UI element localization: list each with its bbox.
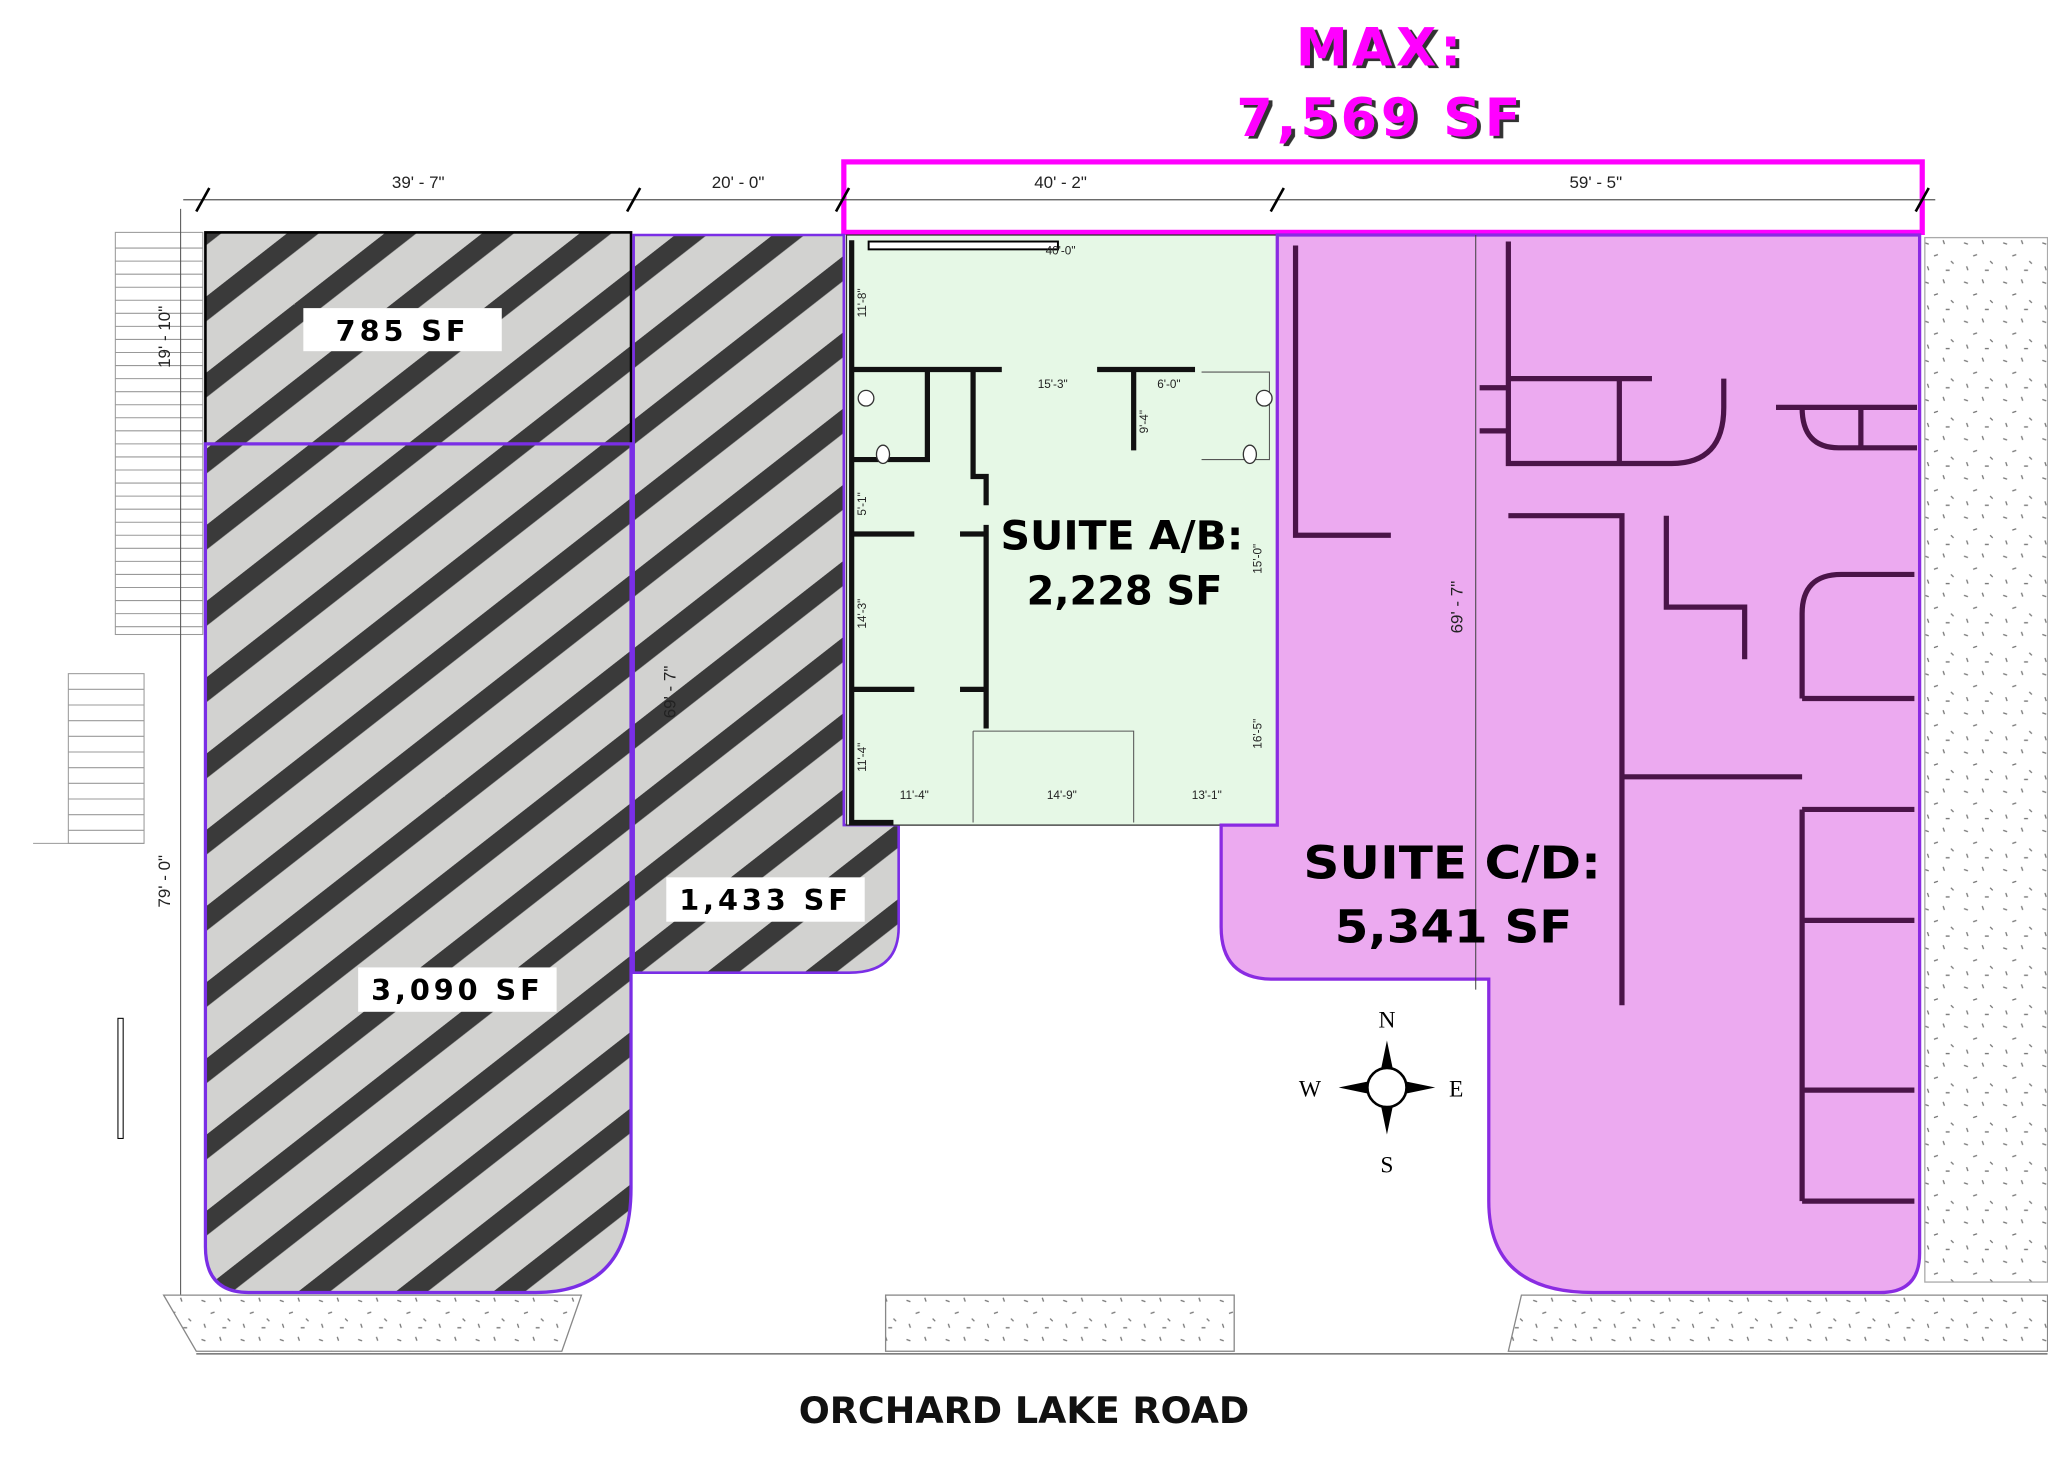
road-label: ORCHARD LAKE ROAD <box>799 1389 1250 1432</box>
dimension-label: 19' - 10" <box>155 306 174 368</box>
area-label-1433: 1,433 SF <box>666 877 865 922</box>
svg-text:16'-5": 16'-5" <box>1252 719 1265 749</box>
svg-text:1,433 SF: 1,433 SF <box>679 883 851 917</box>
svg-text:15'-3": 15'-3" <box>1038 378 1068 391</box>
suite-ab-dimensions: 40'-0" 11'-8" 15'-3" 6'-0" 9'-4" 5'-1" 1… <box>856 245 1265 802</box>
svg-text:6'-0": 6'-0" <box>1157 378 1180 391</box>
dimension-label: 59' - 5" <box>1570 173 1623 192</box>
svg-text:11'-4": 11'-4" <box>856 743 869 772</box>
compass-rose-icon: N S W E <box>1299 1007 1463 1178</box>
dimension-label: 79' - 0" <box>155 855 174 908</box>
dimension-label: 69' - 7" <box>1448 581 1467 634</box>
dimension-label: 20' - 0" <box>712 173 765 192</box>
sidewalk-east <box>1924 236 2048 1283</box>
svg-text:15'-0": 15'-0" <box>1252 544 1265 574</box>
area-785-sf <box>204 231 633 446</box>
top-dimension-line: 39' - 7" 20' - 0" 40' - 2" 59' - 5" <box>183 173 1936 213</box>
suite-cd-name: SUITE C/D: <box>1303 837 1601 890</box>
svg-text:11'-8": 11'-8" <box>856 288 869 317</box>
max-bracket <box>841 159 1925 235</box>
compass-north: N <box>1378 1007 1395 1033</box>
suite-cd-area-label: 5,341 SF <box>1335 901 1573 954</box>
dimension-label: 69' - 7" <box>660 666 679 719</box>
dimension-label: 39' - 7" <box>392 173 445 192</box>
svg-text:5'-1": 5'-1" <box>856 492 869 515</box>
svg-text:14'-9": 14'-9" <box>1047 789 1077 802</box>
compass-south: S <box>1380 1152 1393 1178</box>
max-area: 7,569 SF <box>1236 89 1524 149</box>
suite-ab-area-label: 2,228 SF <box>1027 566 1223 614</box>
svg-text:785 SF: 785 SF <box>336 314 470 348</box>
max-label: MAX: <box>1296 18 1465 78</box>
dimension-label: 40' - 2" <box>1034 173 1087 192</box>
compass-west: W <box>1299 1077 1322 1103</box>
left-stairs <box>33 208 204 1306</box>
suite-ab-walls <box>849 240 1273 826</box>
suite-cd-walls <box>1292 235 1917 1204</box>
svg-text:11'-4": 11'-4" <box>900 789 929 802</box>
sidewalk-south <box>162 1294 2048 1355</box>
svg-text:3,090 SF: 3,090 SF <box>371 973 543 1007</box>
svg-text:9'-4": 9'-4" <box>1138 410 1151 433</box>
area-label-3090: 3,090 SF <box>358 967 557 1012</box>
suite-ab-name: SUITE A/B: <box>1001 512 1244 560</box>
suite-cd-area <box>1219 233 1922 1295</box>
area-label-785: 785 SF <box>303 308 502 352</box>
svg-text:40'-0": 40'-0" <box>1046 245 1076 258</box>
svg-text:14'-3": 14'-3" <box>856 599 869 629</box>
compass-east: E <box>1449 1077 1463 1103</box>
area-3090-sf <box>203 442 633 1295</box>
svg-text:13'-1": 13'-1" <box>1192 789 1222 802</box>
suite-ab-area <box>845 234 1278 826</box>
